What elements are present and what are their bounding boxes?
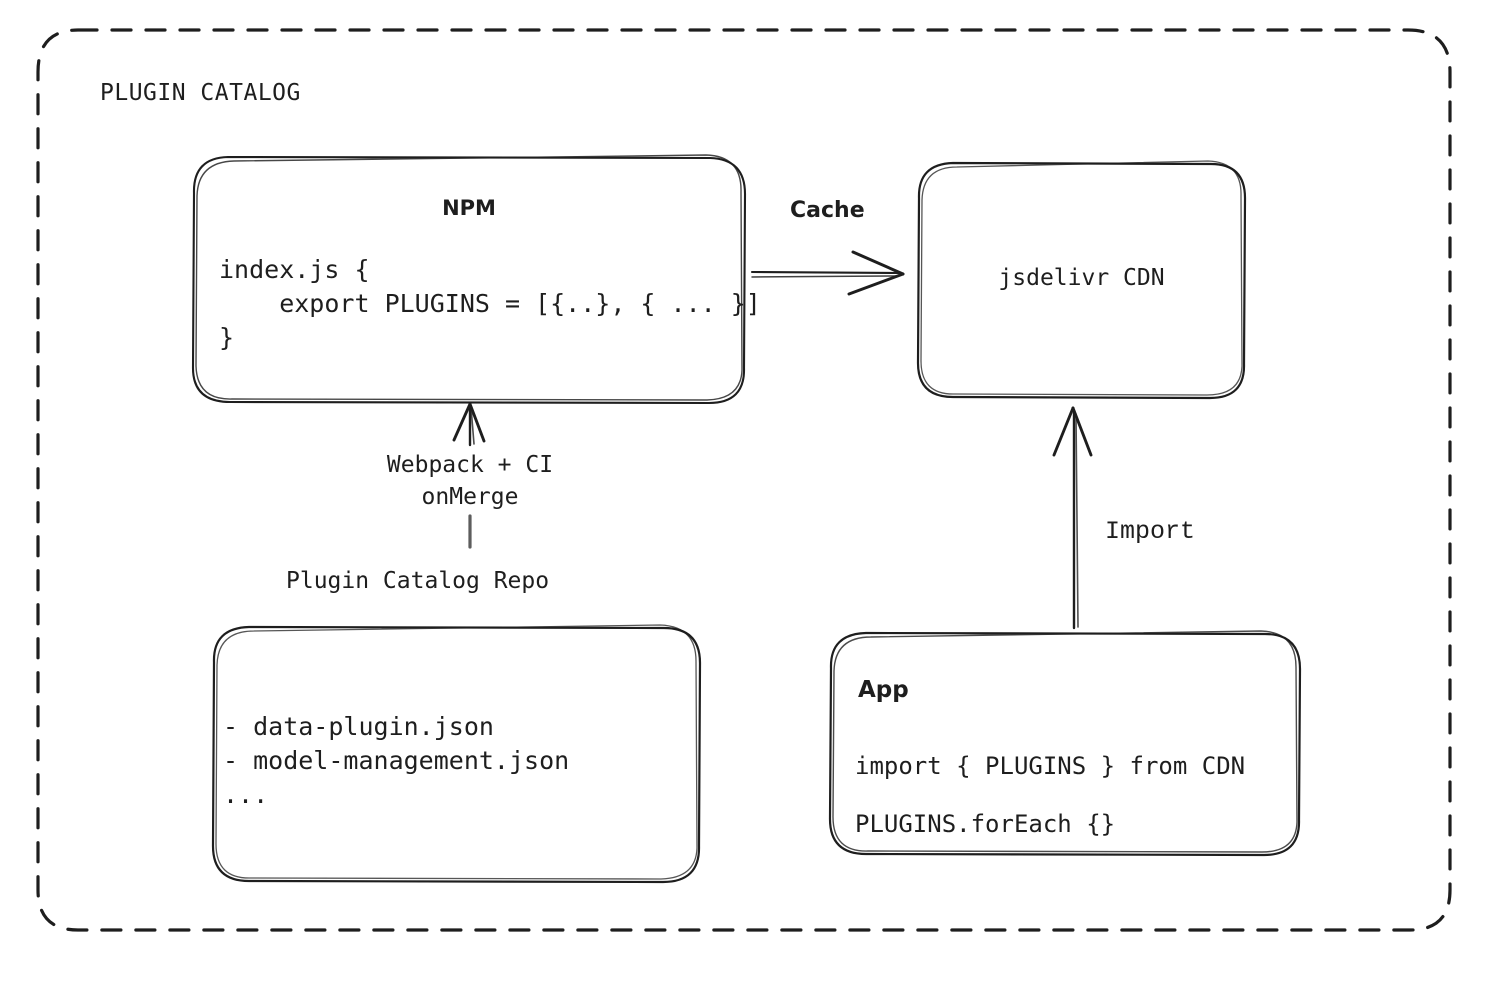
- cdn-node-label: jsdelivr CDN: [998, 265, 1165, 291]
- import-arrow: [1052, 406, 1093, 630]
- npm-node-code: index.js { export PLUGINS = [{..}, { ...…: [219, 255, 761, 352]
- build-edge-label: Webpack + CI onMerge: [386, 452, 554, 510]
- cache-edge-label: Cache: [790, 198, 865, 223]
- repo-node-items: - data-plugin.json - model-management.js…: [223, 712, 570, 809]
- app-node-code-line-1: import { PLUGINS } from CDN: [855, 752, 1246, 780]
- group-title: PLUGIN CATALOG: [100, 80, 301, 106]
- cache-arrow: [750, 250, 905, 296]
- npm-node-title: NPM: [442, 196, 496, 220]
- repo-node-caption: Plugin Catalog Repo: [286, 568, 550, 594]
- app-node-title: App: [858, 677, 909, 703]
- import-edge-label: Import: [1105, 517, 1196, 546]
- app-node-code-line-2: PLUGINS.forEach {}: [855, 810, 1116, 838]
